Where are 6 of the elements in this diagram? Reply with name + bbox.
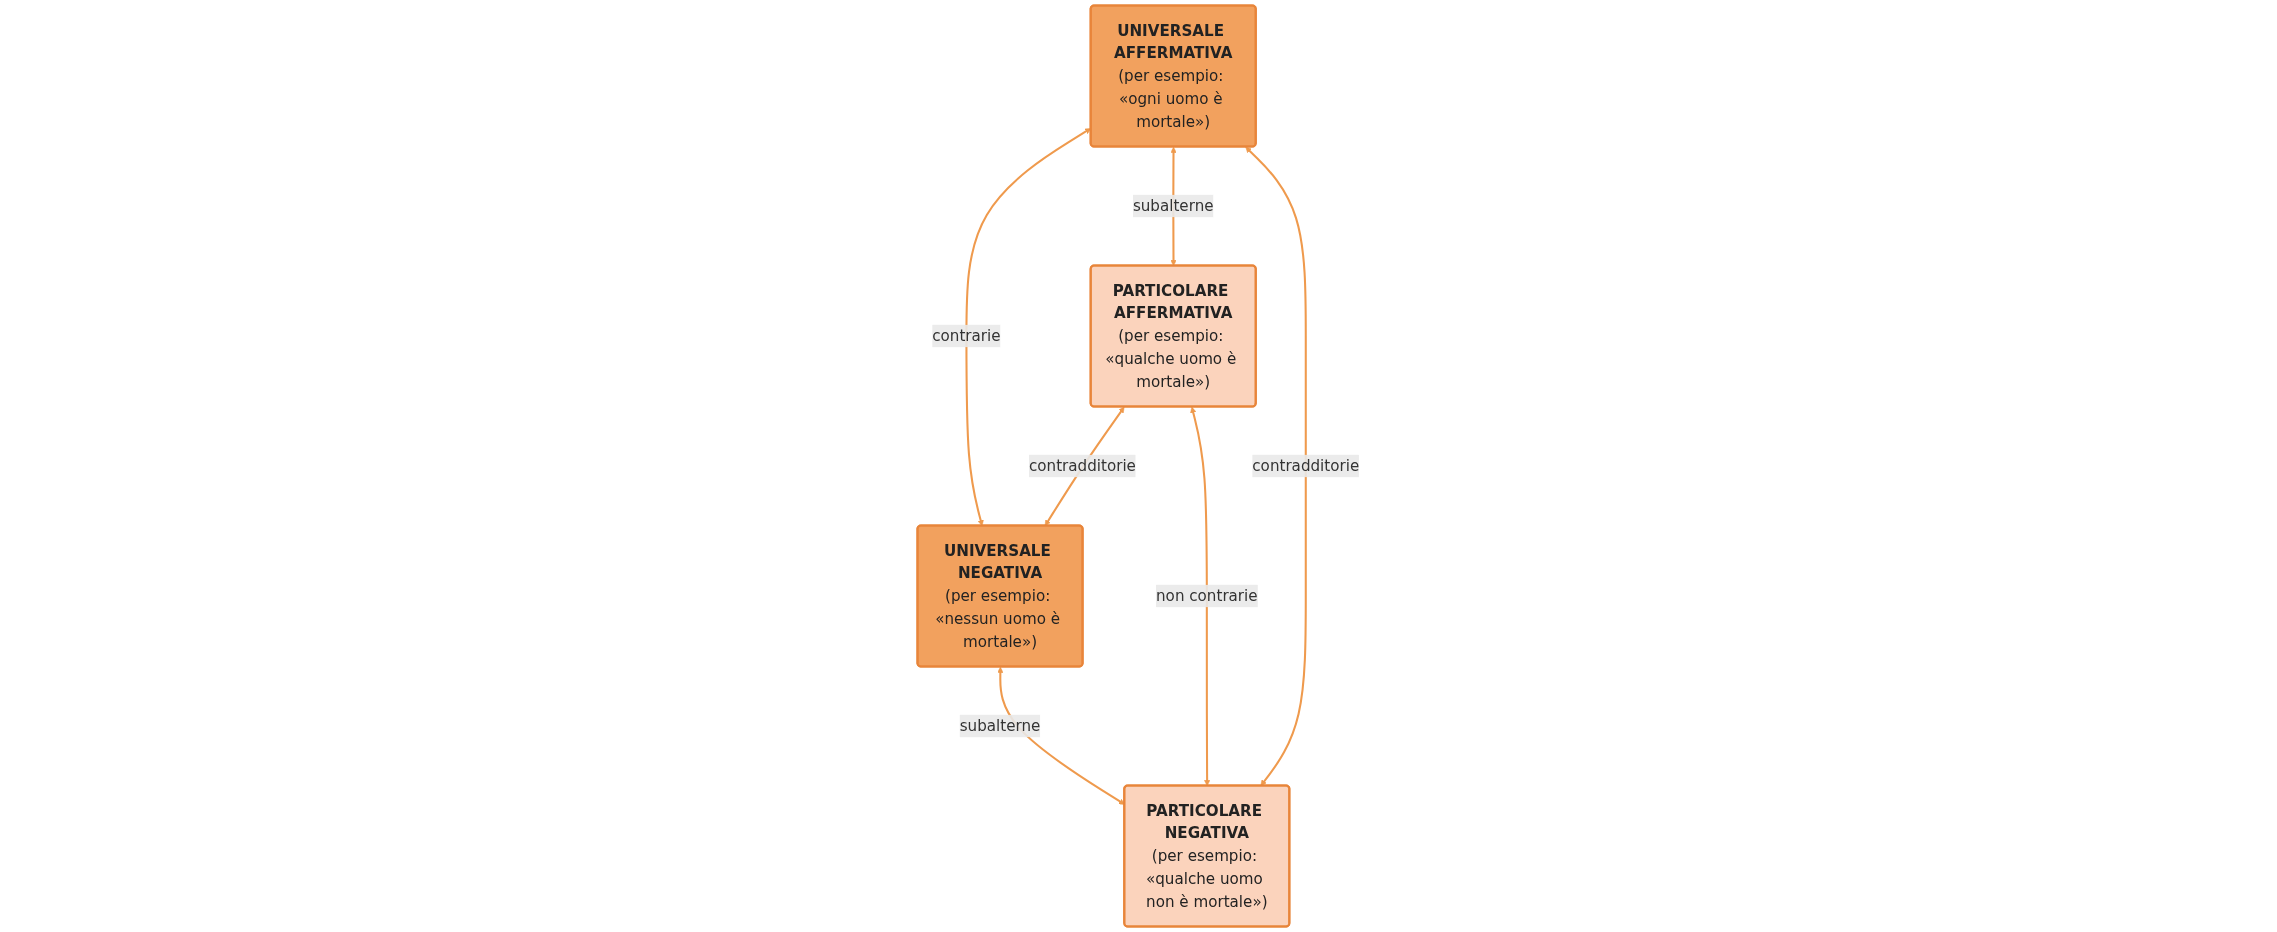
edge-label: contrarie (932, 327, 1001, 345)
edge-label: non contrarie (1156, 587, 1258, 605)
edge-label: subalterne (959, 717, 1041, 735)
edge-label: contradditorie (1252, 457, 1360, 475)
edge-label: contradditorie (1029, 457, 1137, 475)
edge-label: subalterne (1133, 197, 1214, 215)
